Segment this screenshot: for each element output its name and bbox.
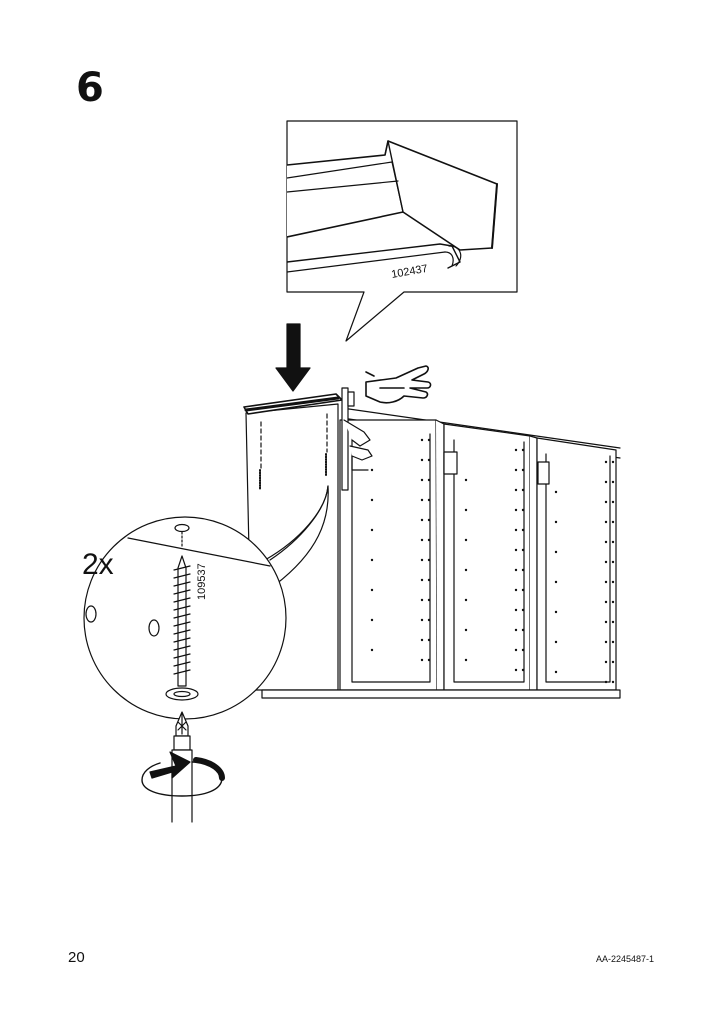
down-arrow-icon xyxy=(275,323,311,392)
detail-box-crown-moulding: 102437 xyxy=(286,120,518,342)
quantity-label: 2x xyxy=(82,548,114,581)
shelf-pin-holes xyxy=(370,438,615,684)
step-number: 6 xyxy=(76,65,104,111)
document-code: AA-2245487-1 xyxy=(595,954,654,964)
page-number: 20 xyxy=(68,949,85,966)
part-number-109537: 109537 xyxy=(196,563,208,600)
clamp xyxy=(341,387,373,491)
rotate-clockwise-icon xyxy=(141,751,225,797)
pointing-hand-icon xyxy=(365,365,432,404)
detail-circle-screw: 109537 xyxy=(83,485,329,720)
screw-109537 xyxy=(165,555,199,701)
